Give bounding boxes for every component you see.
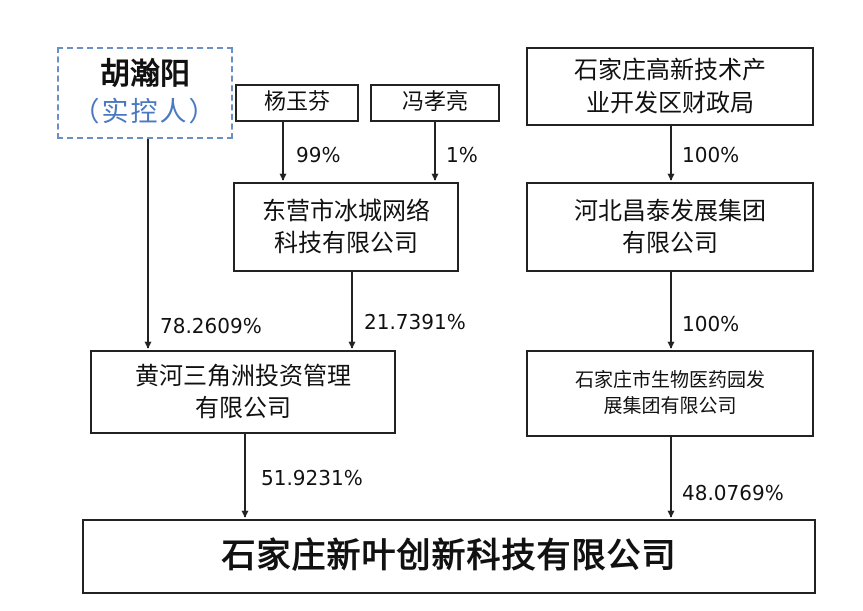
pct-feng-to-dongying: 1% xyxy=(446,143,478,167)
pct-yang-to-dongying: 99% xyxy=(296,143,341,167)
pct-changtai-to-bio: 100% xyxy=(682,312,740,336)
pct-hu-to-huanghe: 78.2609% xyxy=(160,314,262,338)
controller-role: （实控人） xyxy=(72,97,218,129)
node-label: 杨玉芬 xyxy=(263,90,330,116)
node-hu-hanyang: 胡瀚阳 （实控人） xyxy=(57,47,233,139)
node-label: 冯孝亮 xyxy=(401,90,468,116)
pct-huanghe-to-target: 51.9231% xyxy=(261,466,363,490)
node-dongying-bingcheng: 东营市冰城网络 科技有限公司 xyxy=(233,182,459,272)
node-line-2: 有限公司 xyxy=(622,229,718,257)
controller-name: 胡瀚阳 xyxy=(100,56,190,92)
node-feng-xiaoliang: 冯孝亮 xyxy=(370,84,500,122)
node-line-1: 石家庄高新技术产 xyxy=(574,56,766,85)
node-huanghe-sanjiaozhou: 黄河三角洲投资管理 有限公司 xyxy=(90,350,396,434)
node-line-2: 有限公司 xyxy=(195,394,291,422)
node-line-2: 展集团有限公司 xyxy=(603,394,737,417)
node-label: 石家庄新叶创新科技有限公司 xyxy=(221,535,677,576)
node-line-2: 科技有限公司 xyxy=(274,229,418,257)
node-line-2: 业开发区财政局 xyxy=(586,88,754,117)
pct-bio-to-target: 48.0769% xyxy=(682,481,784,505)
node-line-1: 石家庄市生物医药园发 xyxy=(574,368,765,391)
node-shijiazhuang-bio-park: 石家庄市生物医药园发 展集团有限公司 xyxy=(526,350,814,437)
node-shijiazhuang-finance-bureau: 石家庄高新技术产 业开发区财政局 xyxy=(526,47,814,126)
node-line-1: 东营市冰城网络 xyxy=(262,196,430,225)
node-target-company: 石家庄新叶创新科技有限公司 xyxy=(82,519,816,594)
node-line-1: 河北昌泰发展集团 xyxy=(574,196,766,225)
node-yang-yufen: 杨玉芬 xyxy=(235,84,359,122)
node-line-1: 黄河三角洲投资管理 xyxy=(135,361,351,390)
pct-finance-to-changtai: 100% xyxy=(682,143,740,167)
node-hebei-changtai: 河北昌泰发展集团 有限公司 xyxy=(526,182,814,272)
pct-dongying-to-huanghe: 21.7391% xyxy=(364,310,466,334)
